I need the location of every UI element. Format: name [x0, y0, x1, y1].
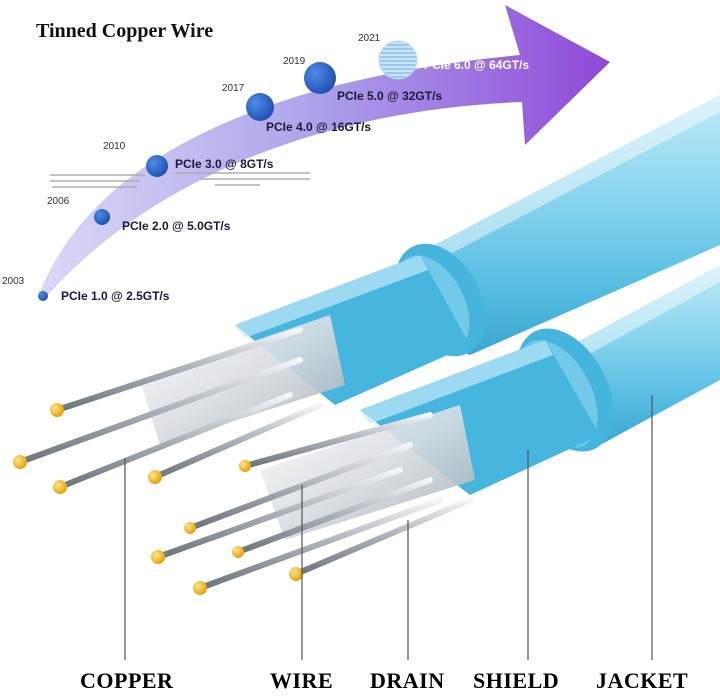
timeline-label-pcie5: PCIe 5.0 @ 32GT/s — [337, 89, 443, 103]
wire-tip — [193, 581, 207, 595]
timeline-arrow — [38, 5, 610, 297]
timeline-dot-2017 — [246, 93, 274, 121]
timeline-year-2010: 2010 — [103, 141, 126, 152]
timeline-label-pcie4: PCIe 4.0 @ 16GT/s — [266, 120, 372, 134]
part-label-jacket: JACKET — [596, 668, 689, 693]
timeline-dot-2019 — [304, 62, 336, 94]
timeline-label-pcie2: PCIe 2.0 @ 5.0GT/s — [122, 219, 231, 233]
timeline-dot-2010 — [146, 155, 168, 177]
callout-lines — [124, 395, 653, 660]
wire-tip — [239, 460, 251, 472]
timeline-label-pcie3: PCIe 3.0 @ 8GT/s — [175, 157, 274, 171]
wire-tip — [13, 455, 27, 469]
timeline-year-2021: 2021 — [358, 33, 381, 44]
wires-back — [17, 327, 323, 490]
wire-tip — [184, 522, 196, 534]
page-title: Tinned Copper Wire — [36, 20, 214, 42]
wire-tip — [53, 480, 67, 494]
cable-back — [140, 95, 720, 445]
timeline-year-2006: 2006 — [47, 196, 70, 207]
timeline-dot-2003 — [38, 291, 48, 301]
wire-tip — [148, 470, 162, 484]
wire-tip — [50, 403, 64, 417]
part-label-copper: COPPER — [80, 668, 174, 693]
timeline-label-pcie6: PCIe 6.0 @ 64GT/s — [424, 58, 530, 72]
timeline-dot-2021 — [378, 40, 418, 80]
wire-tip — [151, 550, 165, 564]
timeline-year-2019: 2019 — [283, 56, 306, 67]
part-label-shield: SHIELD — [473, 668, 560, 693]
timeline-year-2003: 2003 — [2, 276, 25, 287]
cable-front — [260, 265, 720, 540]
wires-front — [155, 412, 473, 591]
timeline-dot-2006 — [94, 209, 110, 225]
part-label-drain: DRAIN — [370, 668, 445, 693]
timeline-label-pcie1: PCIe 1.0 @ 2.5GT/s — [61, 289, 170, 303]
part-label-wire: WIRE — [270, 668, 334, 693]
wire-tip — [232, 546, 244, 558]
timeline-year-2017: 2017 — [222, 83, 245, 94]
wire-tips-back — [13, 403, 162, 494]
wire-tip — [289, 567, 303, 581]
wire-tips-front — [151, 460, 303, 595]
